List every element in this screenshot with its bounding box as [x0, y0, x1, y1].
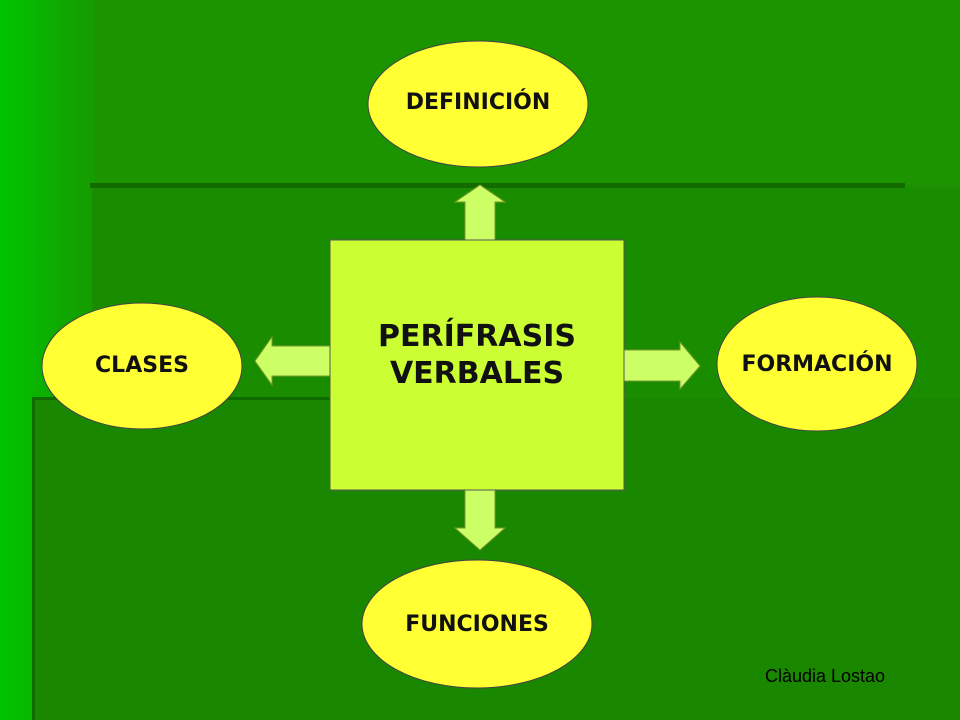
node-left-label: CLASES — [95, 353, 189, 378]
center-title: PERÍFRASIS VERBALES — [330, 318, 624, 392]
node-left-ellipse — [41, 302, 243, 430]
deco-line-top — [90, 183, 905, 188]
center-title-line2: VERBALES — [389, 356, 565, 391]
author-credit: Clàudia Lostao — [764, 666, 886, 686]
arrow-left — [254, 335, 331, 387]
node-right-ellipse — [716, 296, 918, 432]
node-bottom-label: FUNCIONES — [405, 612, 549, 637]
node-top-ellipse — [367, 40, 589, 168]
center-box — [329, 239, 625, 491]
node-right-label: FORMACIÓN — [741, 352, 893, 377]
arrow-down — [453, 489, 507, 551]
node-top-label: DEFINICIÓN — [405, 90, 551, 115]
arrow-right — [623, 340, 701, 391]
node-bottom-ellipse — [361, 559, 593, 689]
arrow-up — [453, 184, 507, 241]
center-title-line1: PERÍFRASIS — [378, 319, 576, 354]
